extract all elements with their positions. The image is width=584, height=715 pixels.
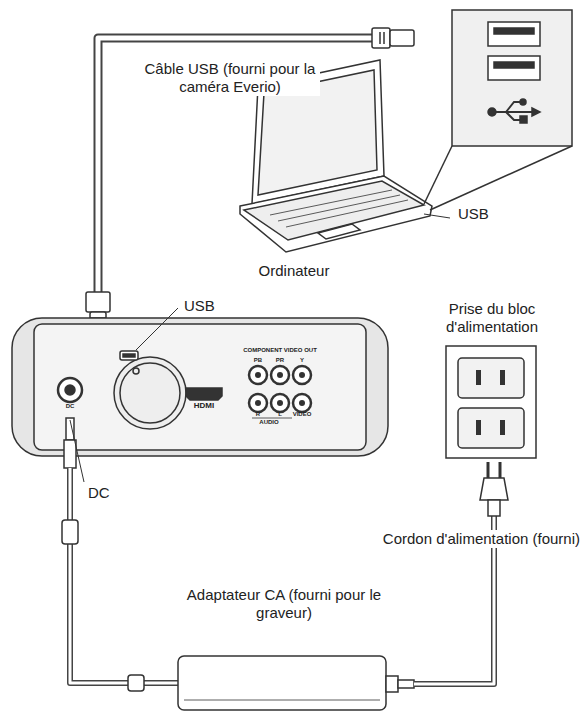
cable-label: Câble USB (fourni pour la caméra Everio)	[140, 60, 320, 96]
port-label: USB	[456, 205, 510, 223]
hdmi-logo: HDMI	[184, 401, 224, 411]
panel-text: PR	[270, 357, 290, 364]
panel-text: Y	[292, 357, 312, 364]
panel-text: L	[270, 411, 290, 418]
panel-text: COMPONENT VIDEO OUT	[225, 347, 335, 354]
panel-text: PB	[248, 357, 268, 364]
port-label: DC	[86, 484, 130, 502]
device-label: Ordinateur	[237, 262, 351, 280]
cord-label: Cordon d'alimentation (fourni)	[378, 530, 582, 548]
panel-text: AUDIO	[249, 419, 289, 426]
port-label: USB	[182, 297, 236, 315]
panel-text: R	[248, 411, 268, 418]
outlet-label: Prise du bloc d'alimentation	[415, 300, 569, 336]
adapter-label: Adaptateur CA (fourni pour le graveur)	[172, 586, 396, 622]
panel-text: VIDEO	[287, 411, 317, 418]
panel-text: DC	[60, 403, 80, 410]
